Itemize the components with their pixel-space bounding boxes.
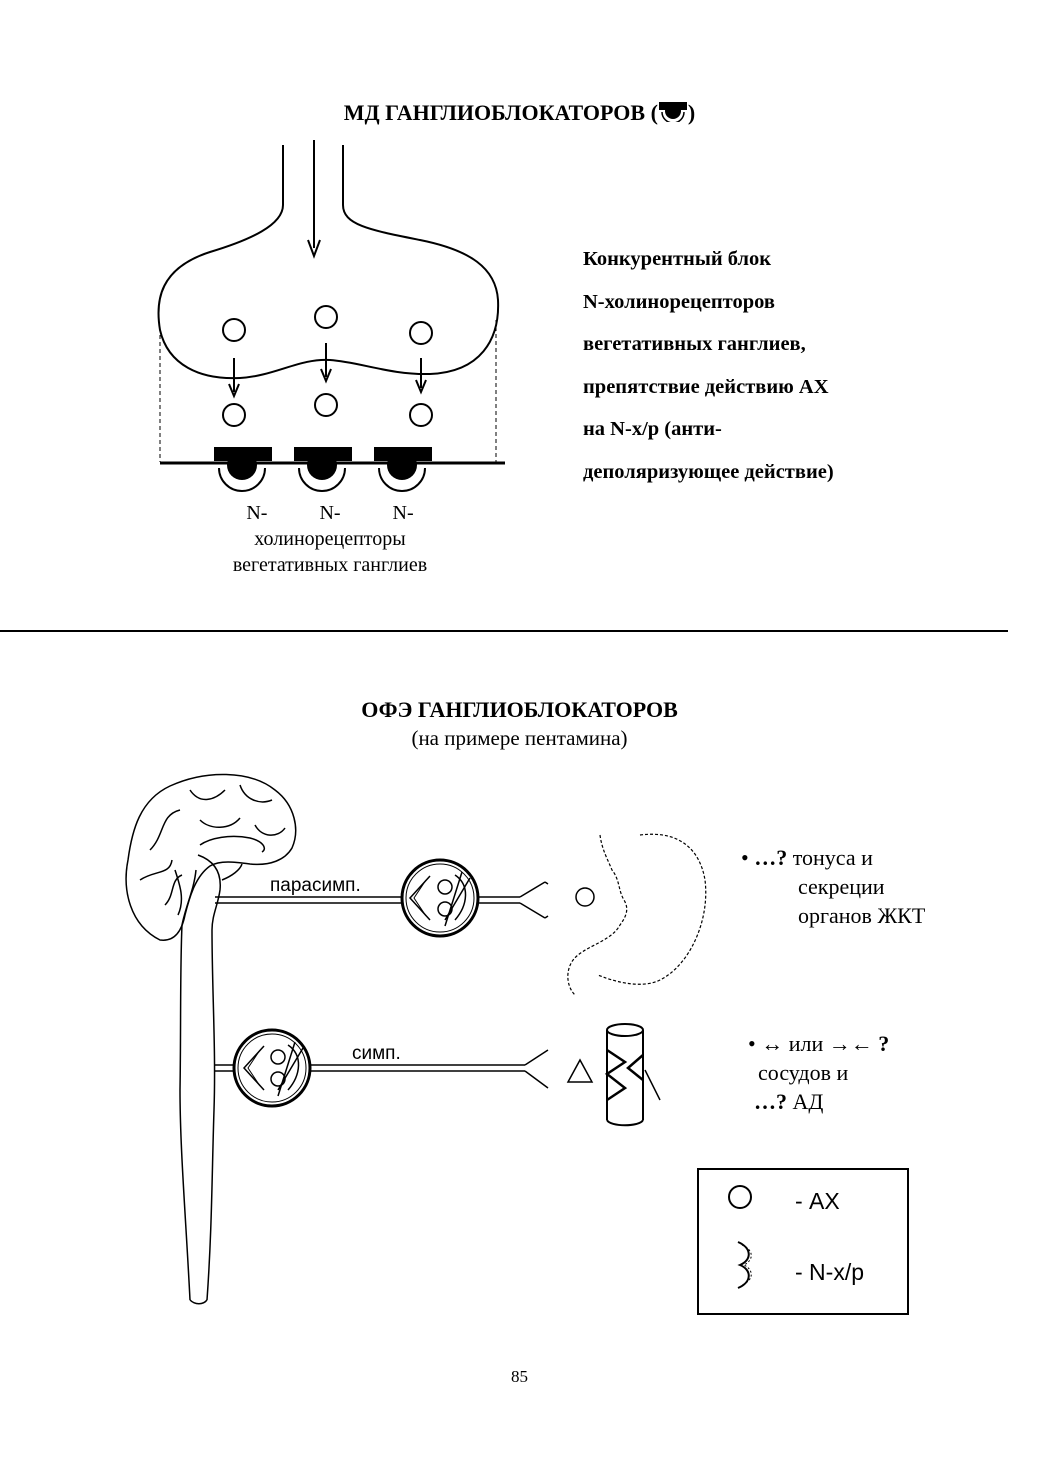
parasympathetic-pathway: парасимп. [215,858,595,938]
receptor-caption: N- N- N- холинорецепторы вегетативных га… [160,500,500,578]
spinal-cord-illustration [179,854,243,1305]
legend-ach-icon [728,1185,752,1209]
description-line: деполяризующее действие) [583,460,834,483]
ach-vesicle [222,318,246,342]
stomach-illustration [567,833,707,996]
gi-effect-text: • …? тонуса и секреции органов ЖКТ [741,845,926,928]
page-number: 85 [511,1367,528,1386]
description-line: N-холинорецепторов [583,290,775,313]
mechanism-description: Конкурентный блок N-холинорецепторов вег… [583,238,1003,493]
ach-molecule [575,887,595,907]
section1-title: МД ГАНГЛИОБЛОКАТОРОВ () [343,100,696,125]
legend-receptor-label: - N-х/р [795,1259,864,1285]
receptor-caption-line1: холинорецепторы [254,528,406,550]
blocked-receptor [294,447,352,492]
receptor-prefix-label: N- [392,502,414,524]
receptor-caption-line2: вегетативных ганглиев [232,554,428,576]
release-arrow-icon [320,343,332,384]
parasympathetic-label: парасимп. [270,875,361,896]
description-line: на N-х/р (анти- [583,418,722,440]
presynaptic-terminal [157,204,500,380]
receptor-prefix-label: N- [246,502,268,524]
vascular-effect-text: • ↔ или →← ? сосудов и …? АД [748,1031,890,1114]
section2-title: ОФЭ ГАНГЛИОБЛОКАТОРОВ [361,697,678,722]
section2-subtitle: (на примере пентамина) [411,726,628,750]
ach-vesicle [314,305,338,329]
section-divider [0,630,1008,632]
description-line: вегетативных ганглиев, [583,333,806,355]
legend-ach-label: - АХ [795,1188,840,1214]
blood-vessel-illustration [604,1023,661,1127]
synapse-diagram [157,140,505,492]
release-arrow-icon [228,358,240,399]
sympathetic-label: симп. [352,1043,401,1064]
ach-vesicle [409,321,433,345]
impulse-arrow-icon [307,140,321,259]
ach-molecule [314,393,338,417]
pharmacological-effects-diagram: парасимп. симп. [125,773,909,1315]
noradrenaline-triangle-icon [566,1058,594,1083]
legend-receptor-icon [737,1241,750,1289]
description-line: Конкурентный блок [583,248,772,270]
release-arrow-icon [415,358,427,395]
receptor-prefix-label: N- [319,502,341,524]
ach-molecule [222,403,246,427]
blocked-receptor [214,447,272,492]
brain-illustration [125,773,297,941]
description-line: препятствие действию АХ [583,375,829,398]
ach-molecule [409,403,433,427]
sympathetic-pathway: симп. [214,1028,594,1108]
blocker-symbol-icon [658,102,687,122]
blocked-receptor [374,447,432,492]
legend-box: - АХ - N-х/р [697,1168,909,1315]
